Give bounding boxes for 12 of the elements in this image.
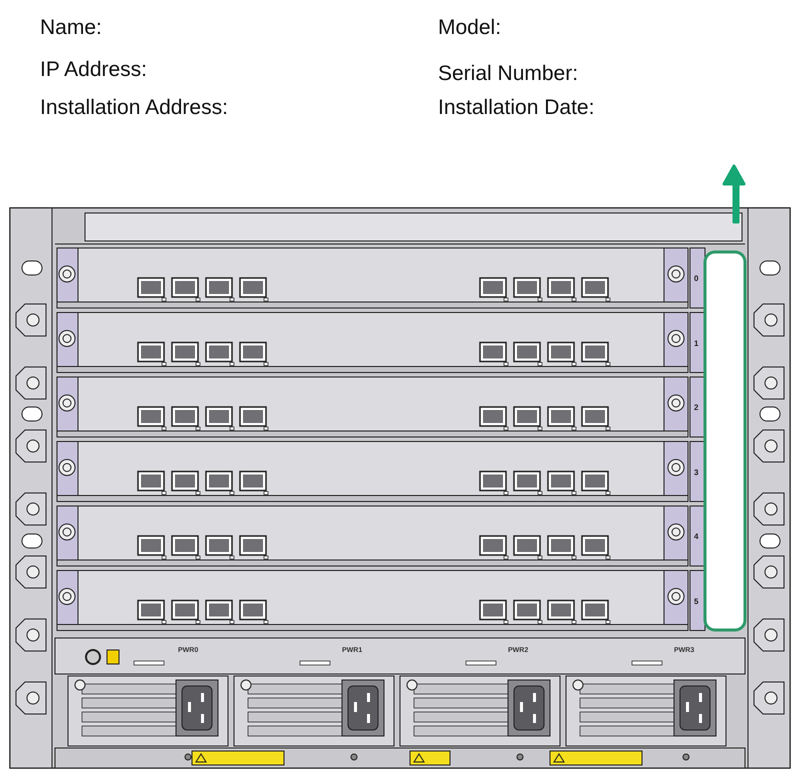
slot-number: 2: [694, 403, 698, 412]
slot-number: 0: [694, 274, 698, 283]
field-label: Name:: [40, 16, 102, 40]
slot-number: 4: [694, 532, 698, 541]
field-label: Installation Address:: [40, 96, 228, 120]
slot-number: 3: [694, 468, 698, 477]
field-label: Serial Number:: [438, 62, 578, 86]
field-label: Model:: [438, 16, 502, 40]
slot-number: 5: [694, 597, 698, 606]
field-label: IP Address:: [40, 58, 148, 82]
field-label: Installation Date:: [438, 96, 594, 120]
slot-number: 1: [694, 339, 698, 348]
